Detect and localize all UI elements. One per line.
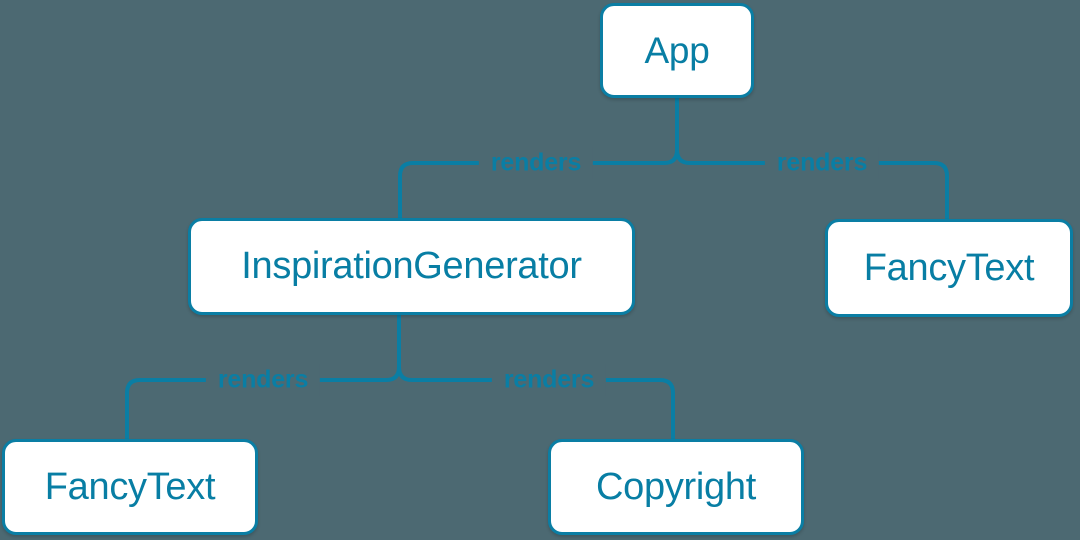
node-inspiration-generator: InspirationGenerator [188, 218, 635, 315]
edge-label-renders-inspirationgenerator-fancytext: renders [205, 363, 321, 397]
edge-label-renders-app-inspirationgenerator: renders [478, 146, 594, 180]
edge-label-renders-inspirationgenerator-copyright: renders [491, 363, 607, 397]
node-fancy-text-bottom: FancyText [2, 439, 258, 535]
node-copyright: Copyright [548, 439, 804, 535]
edge-label-renders-app-fancytext: renders [764, 146, 880, 180]
node-app: App [600, 3, 754, 98]
node-fancy-text-top: FancyText [825, 219, 1073, 317]
